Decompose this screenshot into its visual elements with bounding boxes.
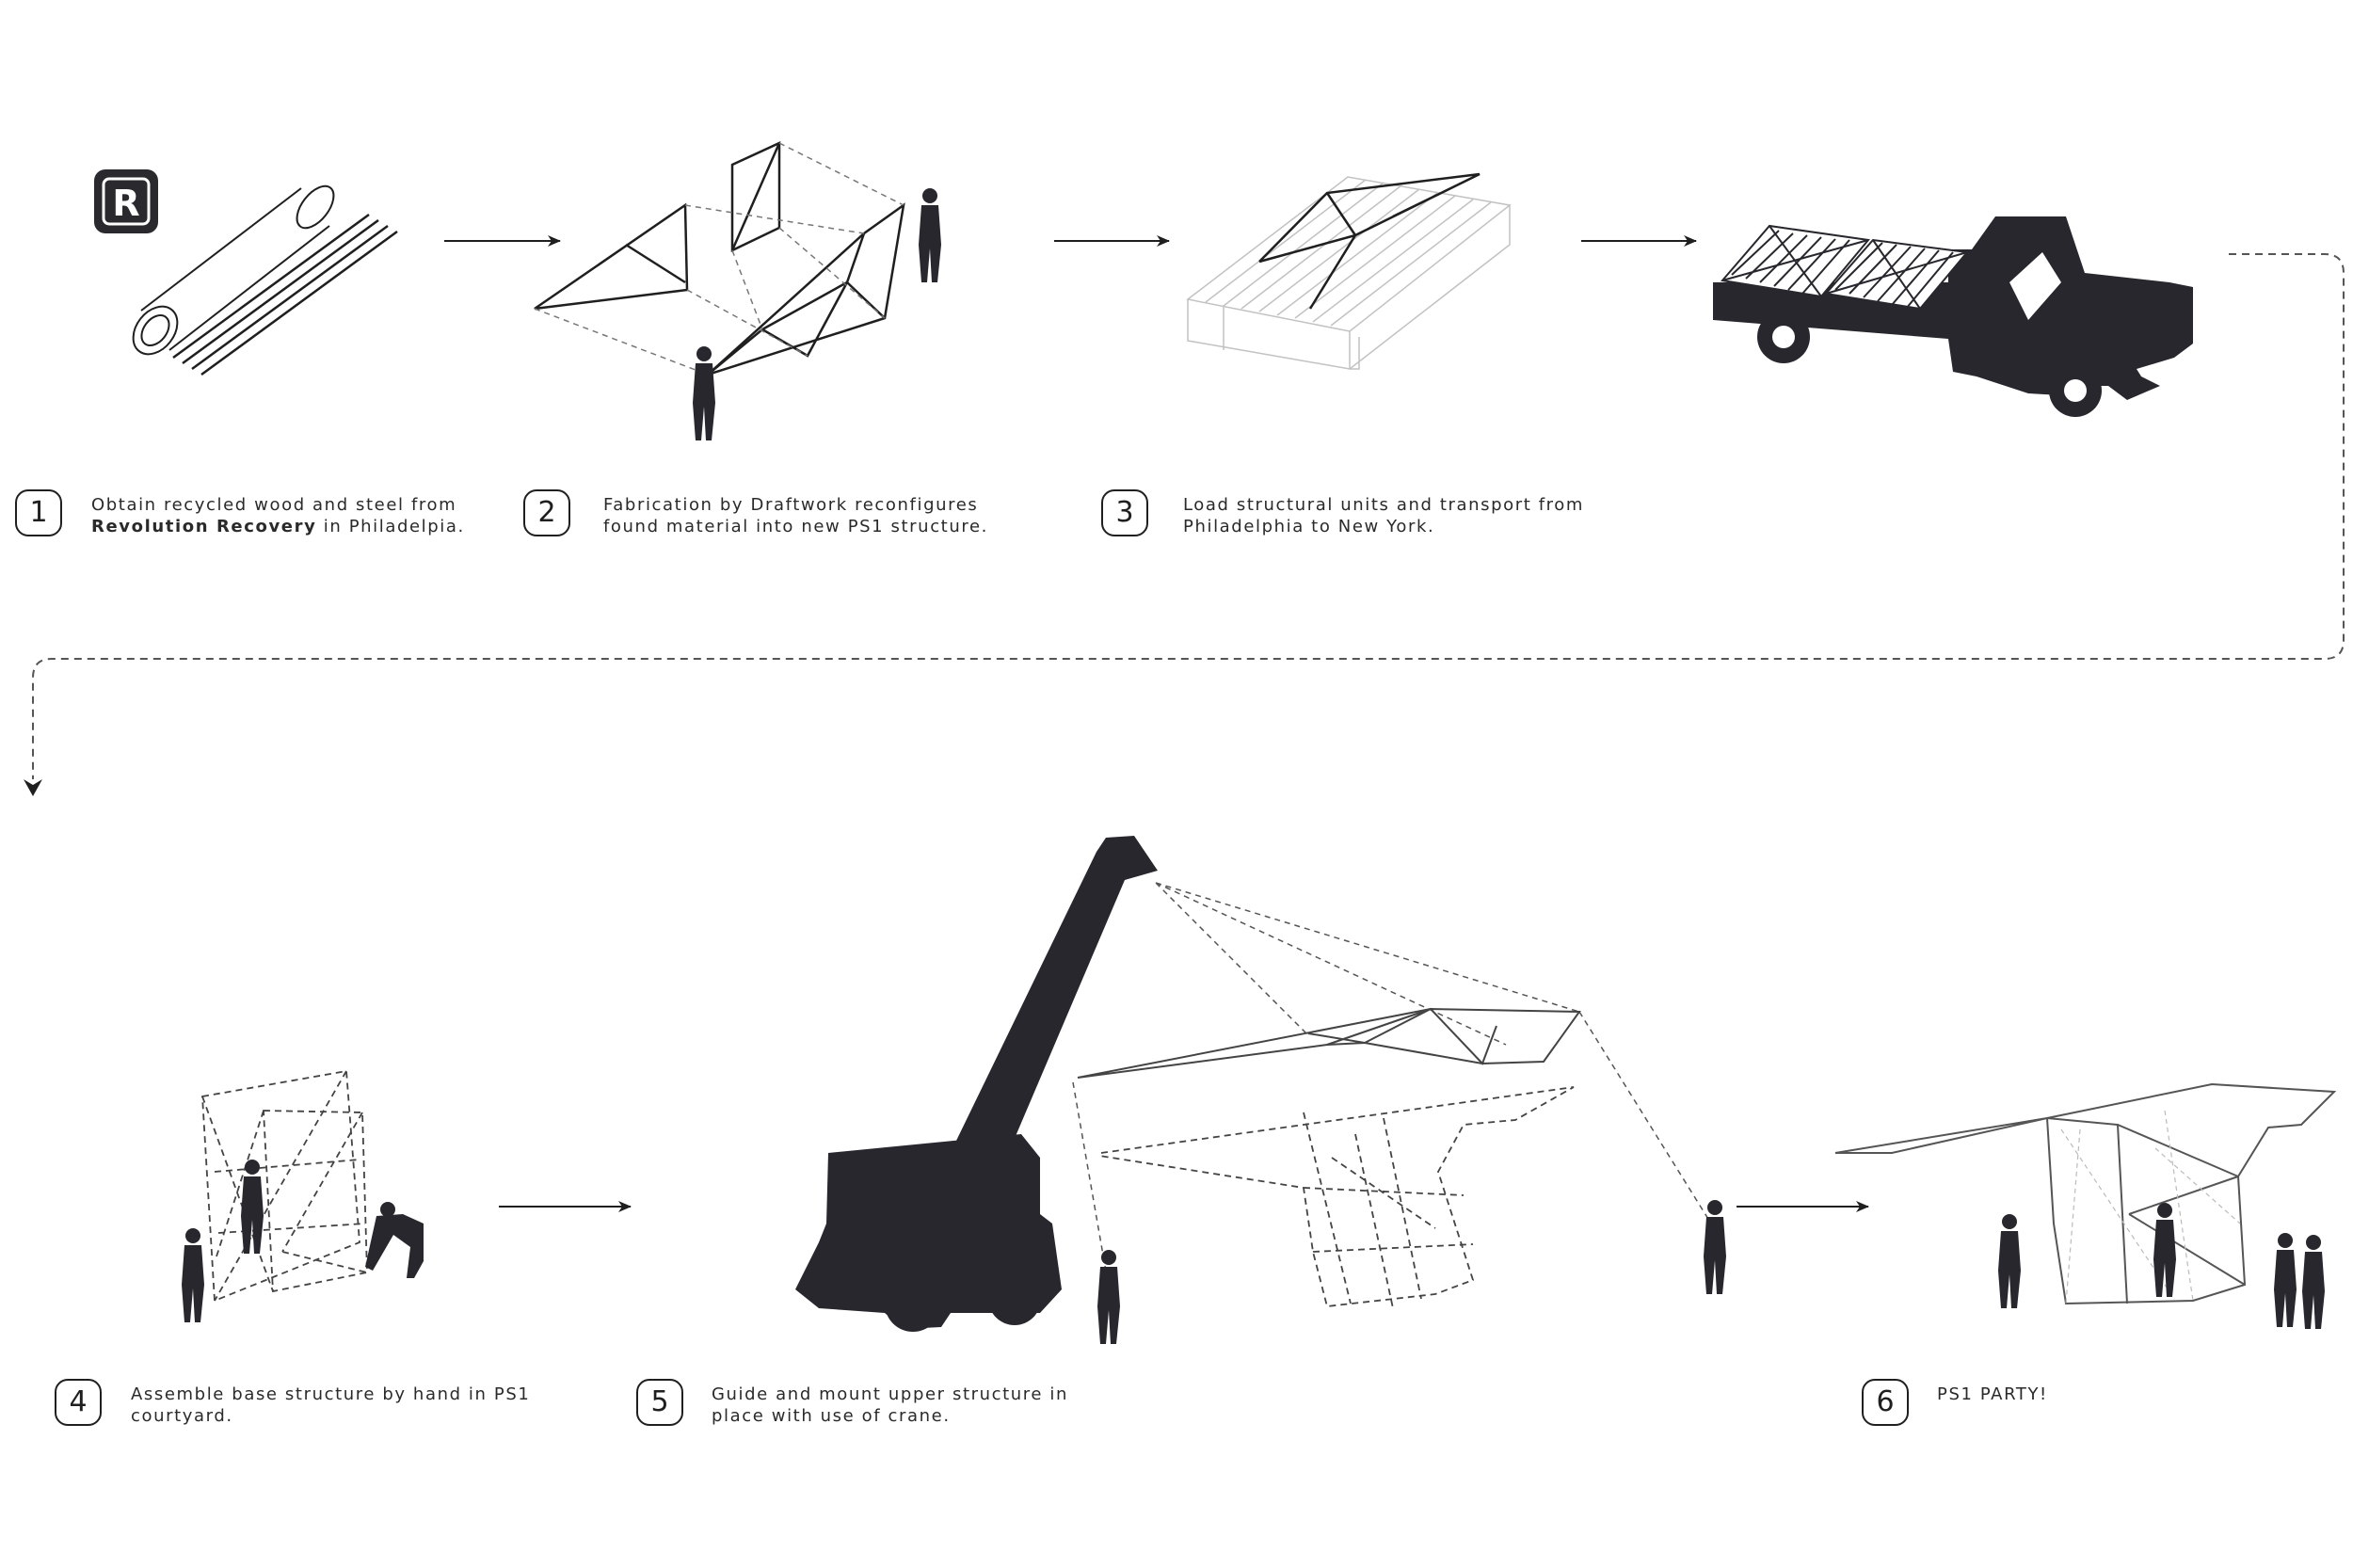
- step-caption-2: Fabrication by Draftwork reconfigures fo…: [603, 495, 988, 536]
- route-dashed-connector: [32, 253, 2345, 779]
- step-caption-1: Obtain recycled wood and steel from Revo…: [91, 495, 465, 536]
- worker-silhouette: [182, 1228, 204, 1322]
- step-caption-6: PS1 PARTY!: [1937, 1384, 2048, 1404]
- loaded-truss-illustration: [1258, 172, 1481, 310]
- step-number-badge-1: 1: [15, 489, 62, 536]
- visitor-silhouette: [1998, 1214, 2021, 1308]
- pallet-illustration: [1186, 176, 1512, 370]
- worker-silhouette: [693, 346, 715, 440]
- worker-silhouette: [1097, 1250, 1120, 1344]
- step-caption-4: Assemble base structure by hand in PS1 c…: [131, 1384, 531, 1426]
- finished-ps1-pavilion: [1834, 1082, 2337, 1305]
- worker-silhouette: [241, 1160, 264, 1254]
- base-structure-outline: [1098, 1086, 1575, 1309]
- step-number-badge-4: 4: [55, 1379, 102, 1426]
- revolution-recovery-logo: R: [94, 169, 158, 233]
- upper-truss-structure: [1077, 1007, 1581, 1079]
- worker-silhouette: [919, 188, 941, 282]
- visitor-silhouette: [2302, 1235, 2325, 1329]
- worker-silhouette: [1704, 1200, 1726, 1294]
- recycled-steel-tube-illustration: [132, 184, 335, 356]
- crane-rigging-cables: [1072, 882, 1712, 1288]
- step-number-badge-6: 6: [1862, 1379, 1909, 1426]
- visitor-silhouette: [2153, 1203, 2176, 1297]
- step-caption-5: Guide and mount upper structure in place…: [712, 1384, 1068, 1426]
- base-structure-dashed-frame: [201, 1069, 368, 1303]
- fabrication-dashed-guides: [534, 142, 904, 376]
- step-number-badge-5: 5: [636, 1379, 683, 1426]
- steel-rods-illustration: [172, 213, 398, 376]
- truck-window: [2009, 252, 2061, 320]
- truck-wheel-hubs: [1772, 326, 2087, 402]
- visitor-silhouette: [2274, 1233, 2297, 1327]
- step-number-badge-2: 2: [523, 489, 570, 536]
- step-number-badge-3: 3: [1101, 489, 1148, 536]
- step-caption-3: Load structural units and transport from…: [1183, 495, 1585, 536]
- svg-text:R: R: [112, 183, 139, 224]
- route-arrow-head-icon: [24, 779, 42, 796]
- worker-silhouette: [365, 1202, 424, 1278]
- truck-cargo-trusses: [1721, 224, 1969, 311]
- revolution-recovery-name: Revolution Recovery: [91, 517, 317, 536]
- pavilion-dashed-detail: [2060, 1110, 2241, 1304]
- crane-silhouette: [795, 836, 1158, 1332]
